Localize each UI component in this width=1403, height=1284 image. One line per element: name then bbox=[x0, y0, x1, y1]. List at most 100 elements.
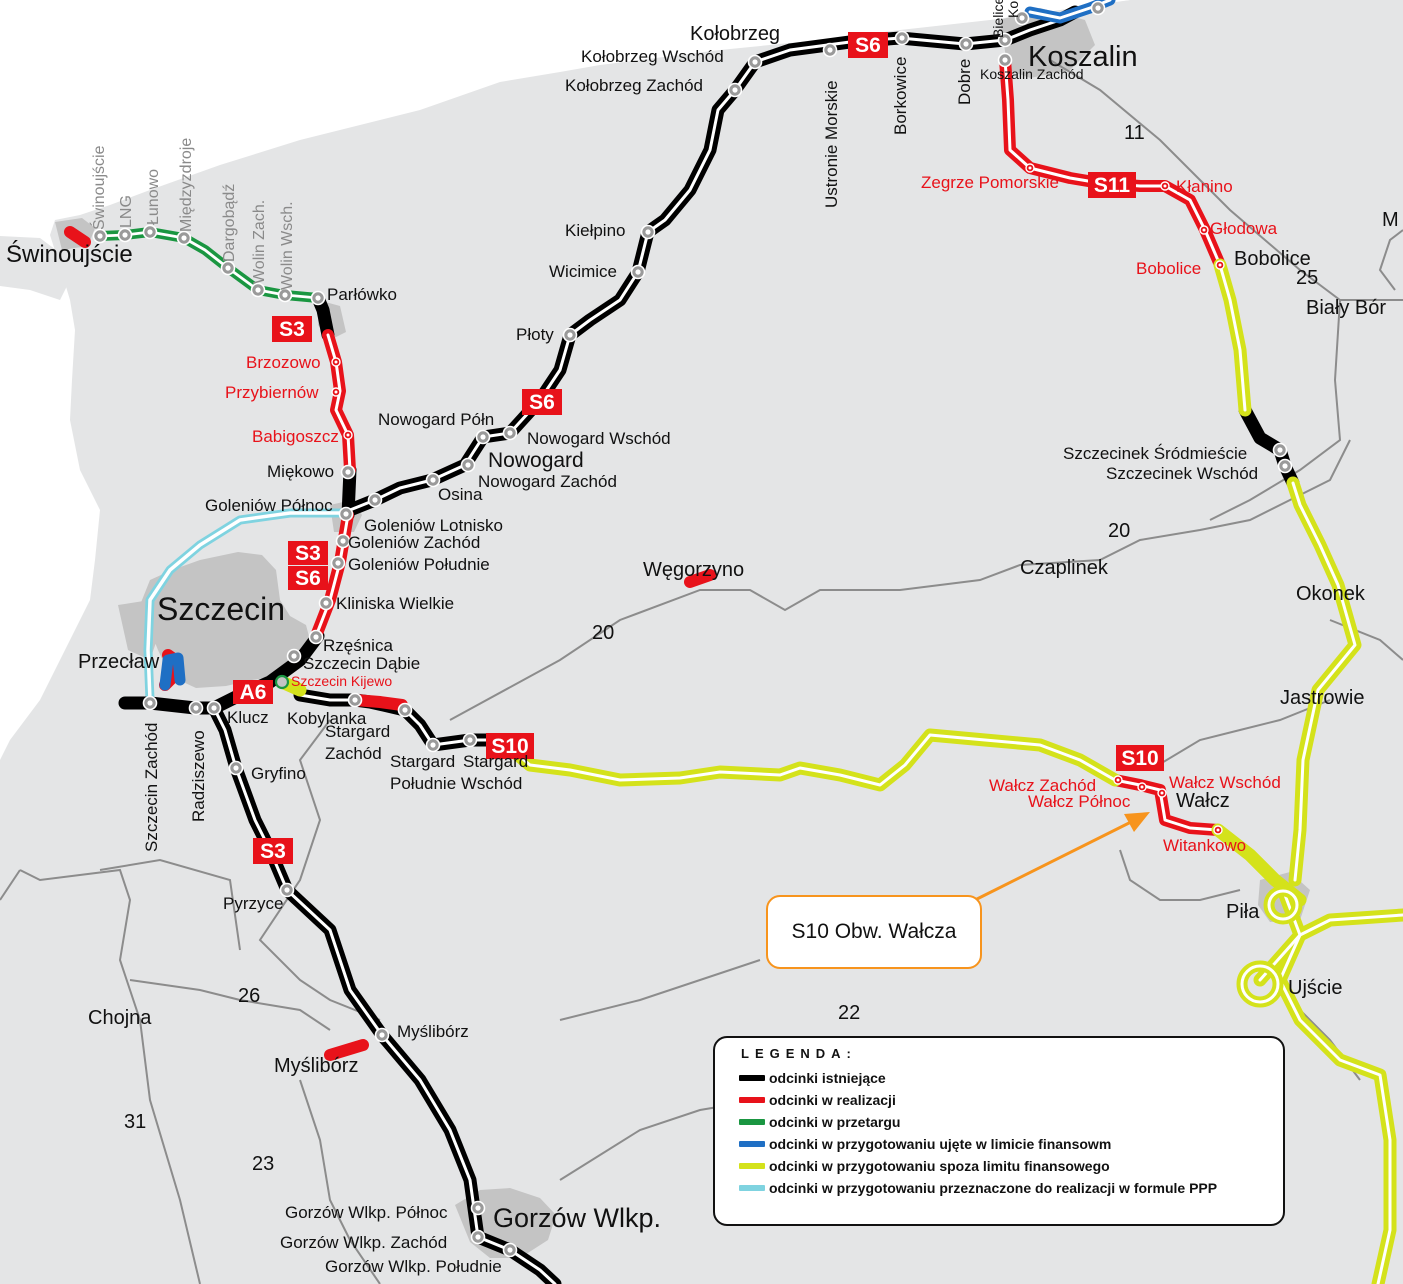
legend-label: odcinki w przygotowaniu przeznaczone do … bbox=[769, 1180, 1218, 1196]
badge-s6-low: S6 bbox=[288, 566, 328, 590]
svg-text:S3: S3 bbox=[279, 318, 305, 341]
callout-arrow bbox=[974, 812, 1150, 902]
legend-item: odcinki w przygotowaniu przeznaczone do … bbox=[739, 1177, 1273, 1199]
svg-text:Ustronie Morskie: Ustronie Morskie bbox=[822, 80, 841, 208]
svg-text:20: 20 bbox=[1108, 520, 1130, 542]
svg-text:Stargard: Stargard bbox=[390, 752, 455, 771]
svg-text:Ko: Ko bbox=[1005, 1, 1021, 18]
gray-junction-labels: Świnoujście LNG Łunowo Międzyzdroje Darg… bbox=[89, 138, 296, 290]
svg-text:Szczecin Dąbie: Szczecin Dąbie bbox=[303, 654, 420, 673]
legend-label: odcinki w przygotowaniu spoza limitu fin… bbox=[769, 1158, 1110, 1174]
label-pila: Piła bbox=[1226, 901, 1260, 923]
svg-text:Rzęśnica: Rzęśnica bbox=[323, 636, 393, 655]
svg-text:Pyrzyce: Pyrzyce bbox=[223, 894, 283, 913]
svg-text:Dobre: Dobre bbox=[955, 59, 974, 105]
svg-text:Babigoszcz: Babigoszcz bbox=[252, 427, 339, 446]
svg-text:20: 20 bbox=[592, 622, 614, 644]
svg-text:Międzyzdroje: Międzyzdroje bbox=[178, 138, 195, 232]
label-szczecin: Szczecin bbox=[157, 591, 285, 627]
svg-text:23: 23 bbox=[252, 1153, 274, 1175]
label-nowogard: Nowogard bbox=[488, 449, 584, 472]
svg-text:Parłówko: Parłówko bbox=[327, 285, 397, 304]
svg-text:Kołobrzeg Wschód: Kołobrzeg Wschód bbox=[581, 47, 724, 66]
label-m: M bbox=[1382, 209, 1399, 231]
svg-text:Świnoujście: Świnoujście bbox=[89, 145, 108, 230]
svg-text:Szczecin Zachód: Szczecin Zachód bbox=[142, 723, 161, 852]
label-przeclaw: Przecław bbox=[78, 651, 160, 673]
svg-text:Brzozowo: Brzozowo bbox=[246, 353, 321, 372]
svg-text:Szczecinek Wschód: Szczecinek Wschód bbox=[1106, 464, 1258, 483]
junction-markers bbox=[92, 0, 1293, 1258]
badge-s6-top: S6 bbox=[848, 32, 888, 58]
callout-s10-walcz: S10 Obw. Wałcza bbox=[766, 895, 982, 969]
svg-text:S10: S10 bbox=[1121, 747, 1158, 770]
svg-text:Kobylanka: Kobylanka bbox=[287, 709, 367, 728]
legend-label: odcinki istniejące bbox=[769, 1070, 886, 1086]
svg-text:Goleniów Zachód: Goleniów Zachód bbox=[348, 533, 480, 552]
label-kolobrzeg: Kołobrzeg bbox=[690, 23, 780, 45]
svg-text:Bielice: Bielice bbox=[990, 0, 1006, 38]
legend-item: odcinki w przygotowaniu ujęte w limicie … bbox=[739, 1133, 1273, 1155]
svg-text:Radziszewo: Radziszewo bbox=[189, 730, 208, 822]
svg-text:LNG: LNG bbox=[118, 195, 135, 228]
legend-label: odcinki w realizacji bbox=[769, 1092, 896, 1108]
legend-swatch bbox=[739, 1185, 765, 1191]
label-wegorzyno: Węgorzyno bbox=[643, 559, 744, 581]
svg-text:Kołobrzeg Zachód: Kołobrzeg Zachód bbox=[565, 76, 703, 95]
svg-text:Południe Wschód: Południe Wschód bbox=[390, 774, 522, 793]
svg-text:Wolin Wsch.: Wolin Wsch. bbox=[279, 201, 296, 290]
legend-swatch bbox=[739, 1097, 765, 1103]
admin-borders bbox=[0, 59, 1403, 1284]
city-labels: Świnoujście Szczecin Koszalin Gorzów Wlk… bbox=[6, 23, 1399, 1233]
svg-text:Goleniów Południe: Goleniów Południe bbox=[348, 555, 490, 574]
legend-swatch bbox=[739, 1163, 765, 1169]
legend-label: odcinki w przygotowaniu ujęte w limicie … bbox=[769, 1136, 1112, 1152]
label-ujscie: Ujście bbox=[1288, 977, 1342, 999]
svg-text:Kiełpino: Kiełpino bbox=[565, 221, 626, 240]
label-czaplinek: Czaplinek bbox=[1020, 557, 1109, 579]
svg-text:Myślibórz: Myślibórz bbox=[397, 1022, 469, 1041]
usedom-island bbox=[0, 236, 70, 300]
svg-text:Głodowa: Głodowa bbox=[1210, 219, 1278, 238]
svg-text:Szczecin Kijewo: Szczecin Kijewo bbox=[291, 673, 392, 689]
road-badges: S6 S11 S3 S6 S3 S6 A6 S10 S10 S3 bbox=[233, 32, 1164, 864]
svg-text:Osina: Osina bbox=[438, 485, 483, 504]
svg-text:Miękowo: Miękowo bbox=[267, 462, 334, 481]
callout-text: S10 Obw. Wałcza bbox=[791, 920, 957, 943]
svg-text:Wałcz Wschód: Wałcz Wschód bbox=[1169, 773, 1281, 792]
badge-s3-bottom: S3 bbox=[253, 838, 293, 864]
legend-label: odcinki w przetargu bbox=[769, 1114, 901, 1130]
svg-text:Gryfino: Gryfino bbox=[251, 764, 306, 783]
legend-swatch bbox=[739, 1075, 765, 1081]
label-bobolice: Bobolice bbox=[1234, 248, 1311, 270]
svg-text:S6: S6 bbox=[855, 34, 881, 57]
svg-text:Dargobądź: Dargobądź bbox=[221, 184, 238, 262]
svg-text:Stargard: Stargard bbox=[325, 722, 390, 741]
svg-text:Witankowo: Witankowo bbox=[1163, 836, 1246, 855]
svg-text:Nowogard Wschód: Nowogard Wschód bbox=[527, 429, 671, 448]
badge-s3-top: S3 bbox=[272, 316, 312, 342]
svg-text:Gorzów Wlkp. Południe: Gorzów Wlkp. Południe bbox=[325, 1257, 502, 1276]
legend-item: odcinki w przetargu bbox=[739, 1111, 1273, 1133]
svg-text:Kliniska Wielkie: Kliniska Wielkie bbox=[336, 594, 454, 613]
badge-s3-mid: S3 bbox=[288, 541, 328, 565]
svg-text:Zachód: Zachód bbox=[325, 744, 382, 763]
svg-text:Wolin Zach.: Wolin Zach. bbox=[251, 200, 268, 284]
badge-s11: S11 bbox=[1088, 172, 1136, 198]
svg-text:Zegrze Pomorskie: Zegrze Pomorskie bbox=[921, 173, 1059, 192]
legend-swatch bbox=[739, 1141, 765, 1147]
svg-text:Nowogard Półn: Nowogard Półn bbox=[378, 410, 494, 429]
svg-text:25: 25 bbox=[1296, 267, 1318, 289]
svg-text:Borkowice: Borkowice bbox=[891, 57, 910, 135]
label-jastrowie: Jastrowie bbox=[1280, 687, 1364, 709]
label-walcz: Wałcz bbox=[1176, 790, 1230, 812]
svg-text:Goleniów Lotnisko: Goleniów Lotnisko bbox=[364, 516, 503, 535]
kijewo-junction bbox=[274, 674, 290, 690]
red-junction-labels: Brzozowo Przybiernów Babigoszcz Szczecin… bbox=[225, 173, 1281, 855]
label-mysliborz: Myślibórz bbox=[274, 1055, 358, 1077]
badge-a6: A6 bbox=[233, 680, 273, 704]
svg-text:Gorzów Wlkp. Zachód: Gorzów Wlkp. Zachód bbox=[280, 1233, 447, 1252]
svg-text:S3: S3 bbox=[295, 542, 321, 565]
label-swinoujscie: Świnoujście bbox=[6, 240, 133, 268]
